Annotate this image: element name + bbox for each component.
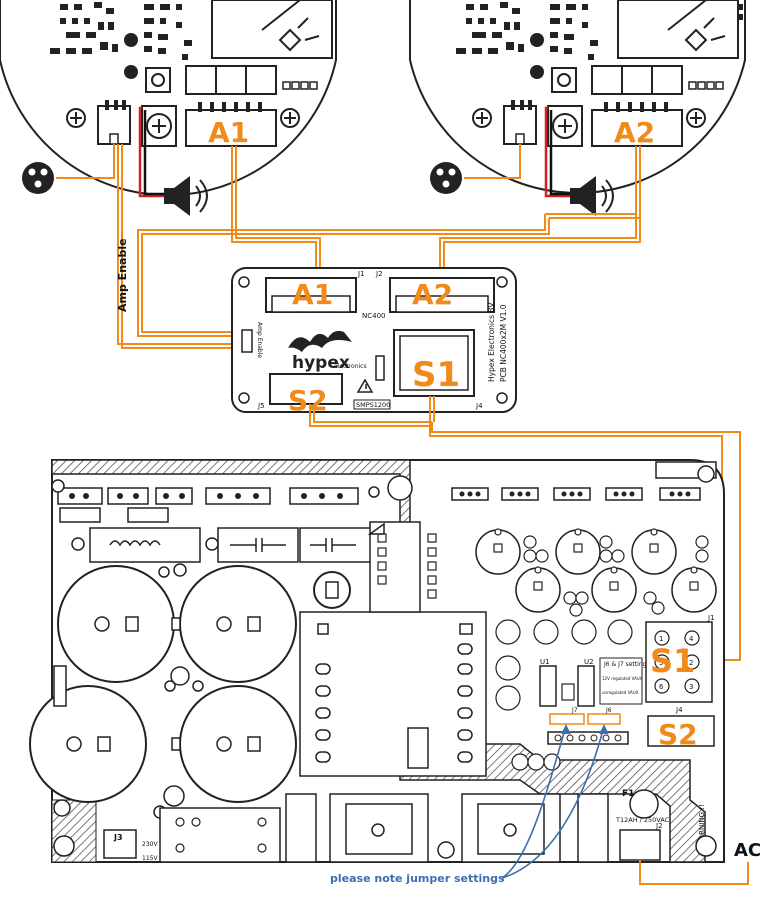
psu-s2-label: S2	[658, 718, 698, 751]
terminal-2-label: 2	[689, 659, 693, 667]
nc400-j2-label: J2	[375, 270, 383, 278]
jumper-j7-label: J7	[571, 707, 578, 714]
terminal-6-label: 6	[659, 683, 664, 691]
amp-module-1: A1	[0, 0, 337, 197]
nc400-smps-label: SMPS1200	[356, 401, 390, 409]
voltage-115-label: 115V	[142, 855, 158, 862]
fuse-rating-label: T12AH / 250VAC	[615, 816, 670, 824]
jumper-regulated-label: 12V regulated VAUX	[602, 676, 643, 681]
terminal-4-label: 4	[689, 635, 694, 643]
psu-f1-label: F1	[622, 789, 634, 799]
psu-j3-label: J3	[113, 833, 123, 842]
psu-j2-label: J2	[655, 822, 663, 830]
jumper-unregulated-label: unregulated VAUX	[602, 690, 639, 695]
nc400-a2-label: A2	[412, 278, 453, 311]
psu-u2-label: U2	[584, 658, 594, 666]
psu-j4-label: J4	[675, 706, 683, 714]
nc400-maker-text: Hypex Electronics BV	[487, 302, 496, 382]
psu-j1-label: J1	[707, 614, 715, 622]
psu-u1-label: U1	[540, 658, 550, 666]
amp1-label: A1	[208, 116, 249, 149]
nc400-j5-label: J5	[257, 402, 265, 410]
terminal-5-label: 5	[659, 659, 663, 667]
terminal-3-label: 3	[689, 683, 693, 691]
nc400-pcb-text: PCB NC400x2M V1.0	[499, 304, 508, 382]
nc400-s2-label: S2	[288, 384, 328, 417]
hypex-brand-sub: electronics	[334, 363, 367, 370]
amp-enable-label: Amp Enable	[116, 238, 129, 312]
jumper-note-text: please note jumper settings	[330, 872, 505, 885]
psu-s1-label: S1	[650, 642, 695, 680]
psu-warning-text: !! WARNING !!	[698, 804, 706, 854]
nc400-s1-label: S1	[412, 355, 460, 395]
speaker-icon-2	[570, 176, 614, 216]
terminal-1-label: 1	[659, 635, 663, 643]
hypex-logo-icon	[288, 330, 352, 352]
nc400-board: A1 J1 J2 A2 NC400 Amp Enable hypex elect…	[231, 267, 517, 417]
xlr-wires	[56, 144, 521, 179]
jumper-note-arrows	[501, 724, 609, 879]
nc400-j4-label: J4	[475, 402, 483, 410]
speaker-icon-1	[164, 176, 208, 216]
jumper-j6-label: J6	[605, 707, 612, 714]
nc400-amp-enable-label: Amp Enable	[256, 322, 263, 358]
amp-module-2: A2	[409, 0, 746, 194]
xlr-input-icon-1	[22, 162, 54, 194]
hypex-brand-text: hypex	[292, 353, 350, 373]
amp2-label: A2	[614, 116, 655, 149]
ac-wire	[639, 860, 749, 885]
psu-board: U1 U2 J6 & J7 setting 12V regulated VAUX…	[29, 459, 725, 863]
voltage-230-label: 230V	[142, 841, 158, 848]
jumper-setting-title: J6 & J7 setting	[603, 661, 647, 668]
nc400-model-label: NC400	[362, 312, 386, 320]
speaker-wires	[138, 106, 570, 198]
nc400-j1-label: J1	[357, 270, 365, 278]
ac-label: AC	[734, 840, 761, 861]
nc400-a1-label: A1	[292, 278, 333, 311]
signal-wires	[117, 144, 641, 349]
xlr-input-icon-2	[430, 162, 462, 194]
